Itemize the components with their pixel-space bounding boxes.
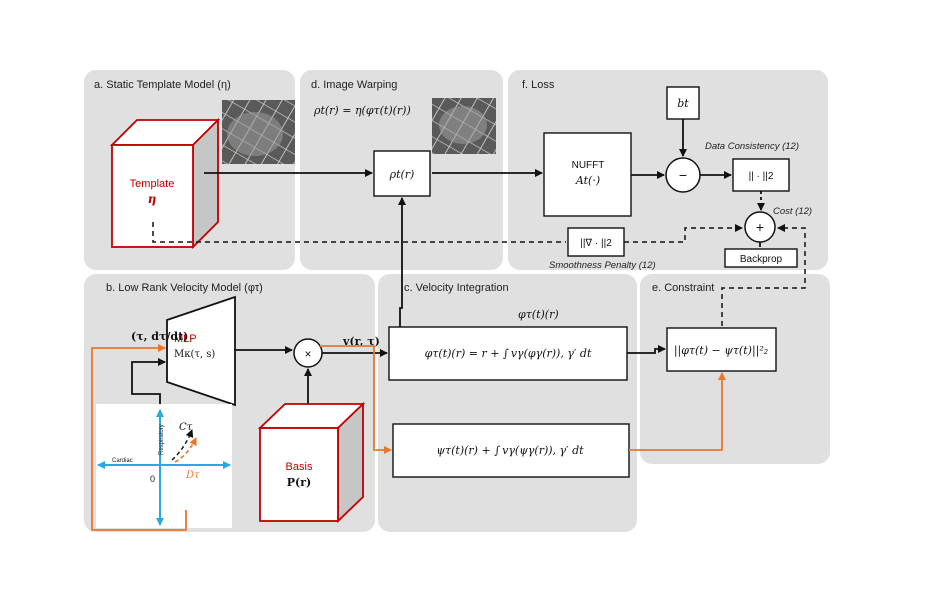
subtract-symbol: − [679, 167, 687, 183]
data-consistency-label: Data Consistency (12) [705, 141, 799, 152]
mlp-input-label: (τ, dτ/dt) [131, 330, 188, 343]
phi-to-constraint-arrow [627, 345, 666, 354]
panel-f-title: f. Loss [522, 79, 555, 91]
multiply-node: × [293, 338, 323, 368]
basis-symbol: P(r) [287, 476, 311, 489]
l2-norm-box: || · ||2 [732, 158, 790, 192]
c-tau-path [171, 429, 194, 461]
psi-to-constraint-arrow [629, 372, 726, 451]
sum-node: + [744, 211, 776, 243]
warped-image-thumbnail [432, 98, 496, 154]
constraint-box: ||φτ(t) − ψτ(t)||²₂ [666, 327, 777, 372]
panel-a-title: a. Static Template Model (η) [94, 79, 231, 91]
smoothness-to-sum-dashed [624, 224, 743, 243]
input-to-mlp-arrow [131, 358, 166, 404]
backprop-button[interactable]: Backprop [724, 248, 798, 268]
basis-cube: Basis P(r) [257, 401, 366, 524]
mlp-block: MLP Mκ(τ, s) [166, 295, 236, 407]
panel-c: c. Velocity Integration [378, 274, 637, 532]
basis-label: Basis [286, 461, 313, 473]
template-cube: Template η [109, 117, 221, 250]
cardiac-axis-label: Cardiac [112, 458, 133, 464]
phi-integration-box: φτ(t)(r) = r + ∫ vγ(φγ(r)), γ′ dt [388, 326, 628, 381]
gradient-norm-label: ||∇ · ||2 [580, 238, 612, 249]
respiratory-axis-label: Respiratory [159, 424, 165, 455]
panel-d-title: d. Image Warping [311, 79, 397, 91]
phi-to-warp-arrow [398, 197, 406, 327]
mlp-label: MLP [174, 333, 197, 345]
origin-label: 0 [150, 474, 155, 484]
bt-label: bt [677, 97, 689, 110]
l2-norm-label: || · ||2 [749, 171, 774, 182]
panel-c-title: c. Velocity Integration [404, 282, 509, 294]
d-tau-label: Dτ [185, 470, 200, 481]
cost-label: Cost (12) [773, 206, 812, 217]
backprop-label: Backprop [740, 254, 783, 265]
template-label: Template [130, 178, 175, 190]
panel-b-title: b. Low Rank Velocity Model (φτ) [106, 282, 263, 294]
gradient-norm-box: ||∇ · ||2 [567, 227, 625, 257]
nufft-operator: At(·) [575, 174, 600, 187]
nufft-box: NUFFT At(·) [543, 132, 632, 217]
template-image-thumbnail [222, 100, 295, 164]
phi-output-label: φτ(t)(r) [518, 308, 559, 321]
mlp-symbol: Mκ(τ, s) [174, 349, 215, 360]
phi-equation: φτ(t)(r) = r + ∫ vγ(φγ(r)), γ′ dt [425, 347, 592, 360]
bt-box: bt [666, 86, 700, 120]
sum-symbol: + [756, 219, 764, 235]
rho-box: ρt(r) [373, 150, 431, 197]
motion-state-plot: Respiratory Cardiac 0 Cτ Dτ [96, 404, 232, 528]
velocity-to-psi-arrow [320, 345, 392, 454]
subtract-node: − [665, 157, 701, 193]
c-tau-label: Cτ [179, 422, 193, 433]
nufft-label: NUFFT [572, 160, 605, 171]
d-tau-feedback-arrow [91, 344, 187, 531]
multiply-symbol: × [304, 347, 311, 361]
template-to-smoothness-dashed [152, 222, 566, 243]
psi-integration-box: ψτ(t)(r) + ∫ vγ(ψγ(r)), γ′ dt [392, 423, 630, 478]
template-symbol: η [148, 192, 157, 206]
panel-e-title: e. Constraint [652, 282, 714, 294]
constraint-equation: ||φτ(t) − ψτ(t)||²₂ [674, 344, 768, 358]
rho-box-label: ρt(r) [389, 168, 415, 181]
d-tau-path [174, 437, 197, 463]
constraint-to-sum-dashed [721, 224, 806, 326]
smoothness-label: Smoothness Penalty (12) [549, 260, 656, 271]
velocity-label: v(r, τ) [342, 335, 380, 348]
warping-equation: ρt(r) = η(φτ(t)(r)) [313, 104, 411, 117]
psi-equation: ψτ(t)(r) + ∫ vγ(ψγ(r)), γ′ dt [436, 444, 584, 457]
